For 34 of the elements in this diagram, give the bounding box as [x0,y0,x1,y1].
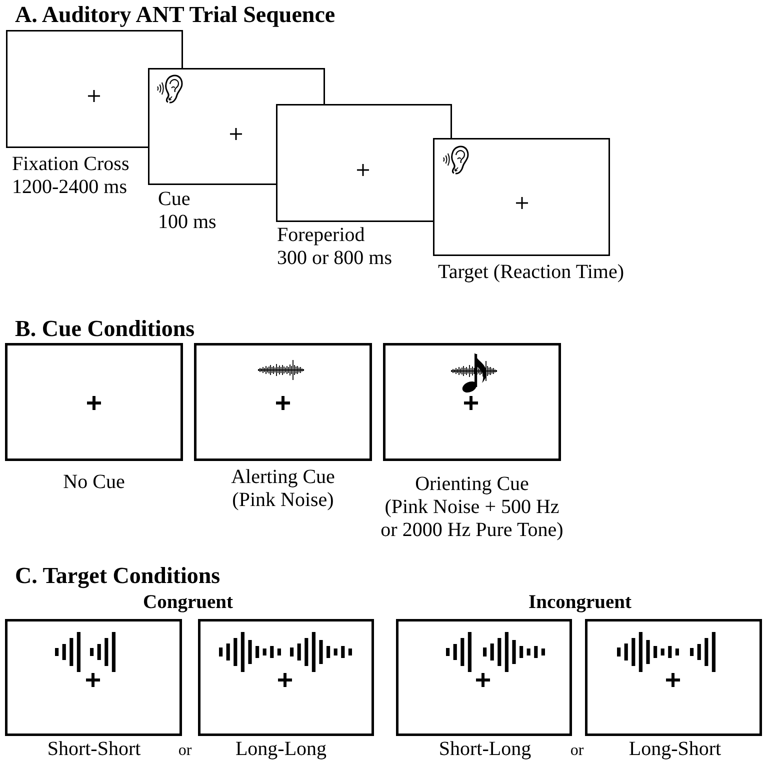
screen-caption: No Cue [63,471,125,494]
screen-caption: Fixation Cross [12,153,130,176]
screen-caption: Short-Short [47,738,141,761]
connector-word: or [178,741,192,761]
display-screen [276,104,452,222]
screen-caption: Orienting Cue [415,473,529,496]
screen-caption: Foreperiod [277,224,365,247]
screen-caption: Target (Reaction Time) [438,261,624,284]
section-heading: B. Cue Conditions [15,317,195,340]
screen-caption: 1200-2400 ms [12,176,127,199]
display-screen [198,619,374,736]
screen-caption: 100 ms [158,211,216,234]
display-screen [585,619,762,736]
display-screen [6,30,183,148]
display-screen [433,138,610,256]
screen-caption: (Pink Noise) [232,489,334,512]
display-screen [383,343,561,461]
screen-caption: 300 or 800 ms [277,247,392,270]
screen-caption: Short-Long [438,738,532,761]
display-screen [194,343,372,461]
display-screen [5,343,183,461]
screen-caption: Alerting Cue [231,466,335,489]
group-heading: Congruent [143,593,233,612]
screen-caption: Long-Short [628,738,722,761]
screen-caption: Long-Long [235,738,327,761]
display-screen [5,619,182,736]
section-heading: C. Target Conditions [15,564,220,587]
display-screen [396,619,572,736]
display-screen [148,68,325,185]
screen-caption: (Pink Noise + 500 Hz or 2000 Hz Pure Tone) [380,496,564,542]
connector-word: or [570,741,584,761]
screen-caption: Cue [158,188,190,211]
group-heading: Incongruent [528,593,632,612]
section-heading: A. Auditory ANT Trial Sequence [15,3,336,26]
